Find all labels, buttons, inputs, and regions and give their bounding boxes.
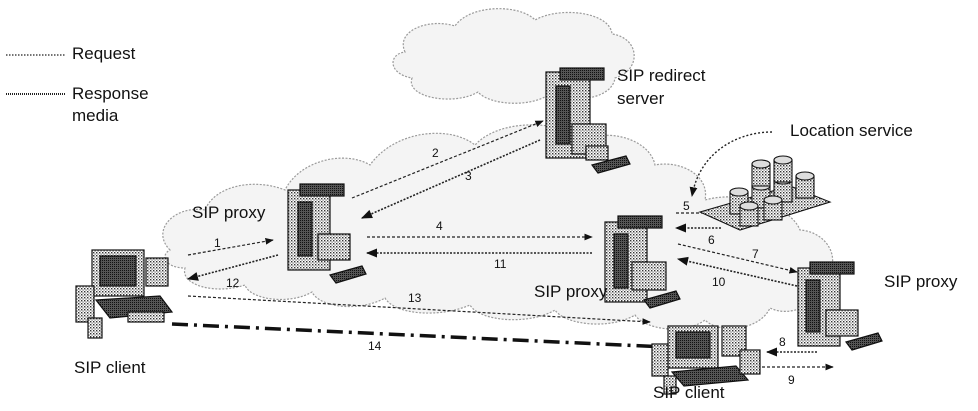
client-right-label: SIP client [653,383,725,402]
message-arrows [186,120,834,371]
msg-number: 4 [436,219,443,233]
msg-number: 1 [214,236,221,250]
client-right-icon [651,325,761,395]
msg-number: 12 [226,276,240,290]
redirect-server-icon [545,67,631,174]
arrow-2 [351,120,544,199]
msg-number: 11 [494,257,507,271]
msg-number: 3 [465,169,472,183]
location-service-label: Location service [790,121,913,140]
location-database-icon [698,155,832,231]
redirect-server-label-line1: SIP redirect [617,66,706,85]
msg-number: 8 [779,335,786,349]
arrow-12 [186,254,279,281]
legend [6,54,66,95]
arrow-13 [187,295,651,325]
arrow-1 [187,238,274,256]
proxy-right-icon [797,261,883,351]
redirect-server-label-line2: server [617,89,665,108]
msg-number: 14 [368,339,382,353]
legend-media-label: media [72,106,119,125]
cloud-top [392,8,635,104]
client-left-icon [75,249,174,339]
msg-number: 10 [712,275,726,289]
proxy-center-label: SIP proxy [534,282,608,301]
msg-number: 5 [683,199,690,213]
arrow-7 [677,243,798,274]
proxy-left-label: SIP proxy [192,203,266,222]
arrow-3 [360,139,541,219]
message-numbers: 1 12 2 3 4 11 5 6 7 10 13 14 8 9 [214,146,795,387]
media-path-14 [171,322,666,349]
client-left-label: SIP client [74,358,146,377]
msg-number: 9 [788,373,795,387]
network-clouds [162,8,833,330]
msg-number: 6 [708,233,715,247]
msg-number: 7 [752,247,759,261]
msg-number: 13 [408,291,422,305]
proxy-left-icon [287,183,367,284]
legend-response-label: Response [72,84,149,103]
msg-number: 2 [432,146,439,160]
arrow-10 [676,256,798,287]
proxy-center-icon [604,215,681,309]
arrow-location-service [689,131,773,197]
proxy-right-label: SIP proxy [884,272,958,291]
legend-request-label: Request [72,44,136,63]
